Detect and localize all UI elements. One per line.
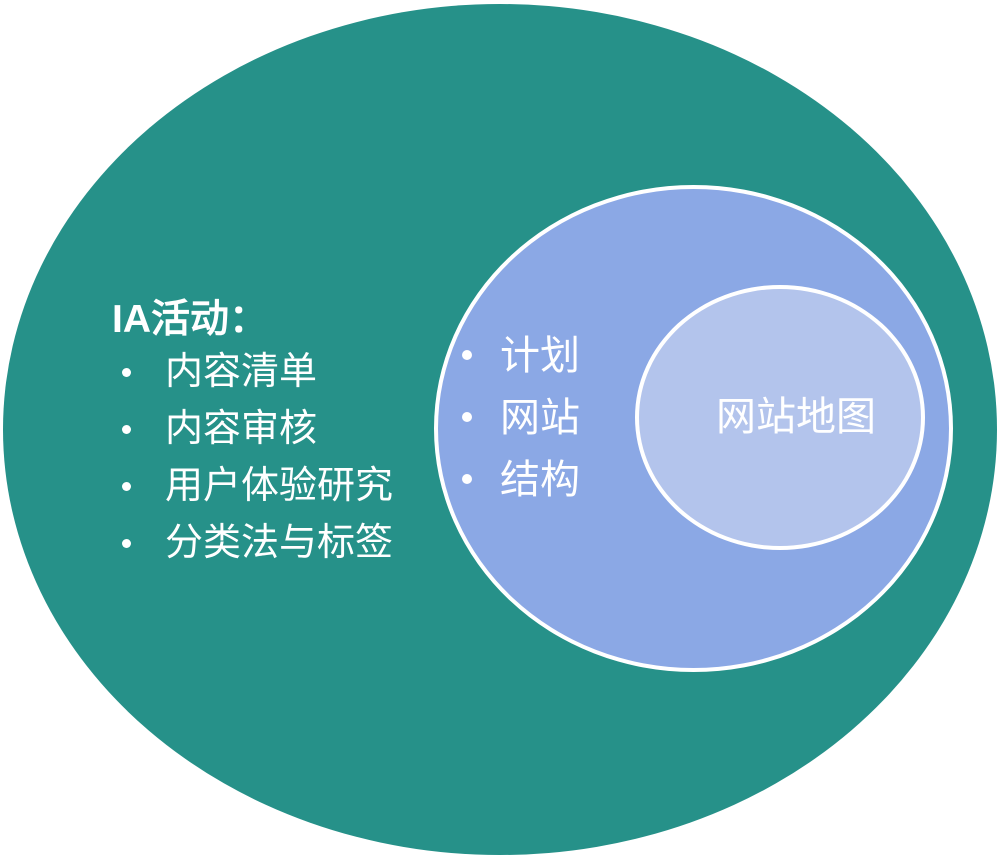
bullet-dot-icon (122, 368, 131, 377)
list-item[interactable]: 内容审核 (112, 407, 442, 451)
list-item[interactable]: 网站 (462, 396, 642, 440)
list-item[interactable]: 结构 (462, 458, 642, 502)
list-item-label: 结构 (500, 457, 580, 502)
inner-ellipse-label-wrapper: 网站地图 (635, 285, 925, 550)
list-item-label: 分类法与标签 (165, 522, 394, 564)
bullet-dot-icon (462, 474, 472, 484)
list-item[interactable]: 内容清单 (112, 350, 442, 394)
bullet-dot-icon (122, 482, 131, 491)
outer-ellipse-text-block: IA活动： 内容清单 内容审核 用户体验研究 分类法与标签 (112, 296, 442, 578)
middle-ellipse-text-block: 计划 网站 结构 (462, 334, 642, 520)
bullet-dot-icon (462, 412, 472, 422)
bullet-dot-icon (122, 425, 131, 434)
list-item[interactable]: 计划 (462, 334, 642, 378)
middle-ellipse-bullet-list: 计划 网站 结构 (462, 334, 642, 502)
inner-ellipse-sitemap[interactable] (635, 285, 925, 550)
list-item-label: 内容审核 (165, 408, 318, 450)
list-item[interactable]: 用户体验研究 (112, 464, 442, 508)
list-item-label: 计划 (500, 333, 580, 378)
outer-ellipse-heading: IA活动： (112, 298, 269, 341)
bullet-dot-icon (462, 350, 472, 360)
outer-ellipse-bullet-list: 内容清单 内容审核 用户体验研究 分类法与标签 (112, 350, 442, 565)
list-item-label: 网站 (500, 395, 580, 440)
list-item-label: 用户体验研究 (165, 465, 394, 507)
list-item[interactable]: 分类法与标签 (112, 521, 442, 565)
inner-ellipse-label: 网站地图 (716, 393, 876, 439)
bullet-dot-icon (122, 539, 131, 548)
list-item-label: 内容清单 (165, 351, 318, 393)
